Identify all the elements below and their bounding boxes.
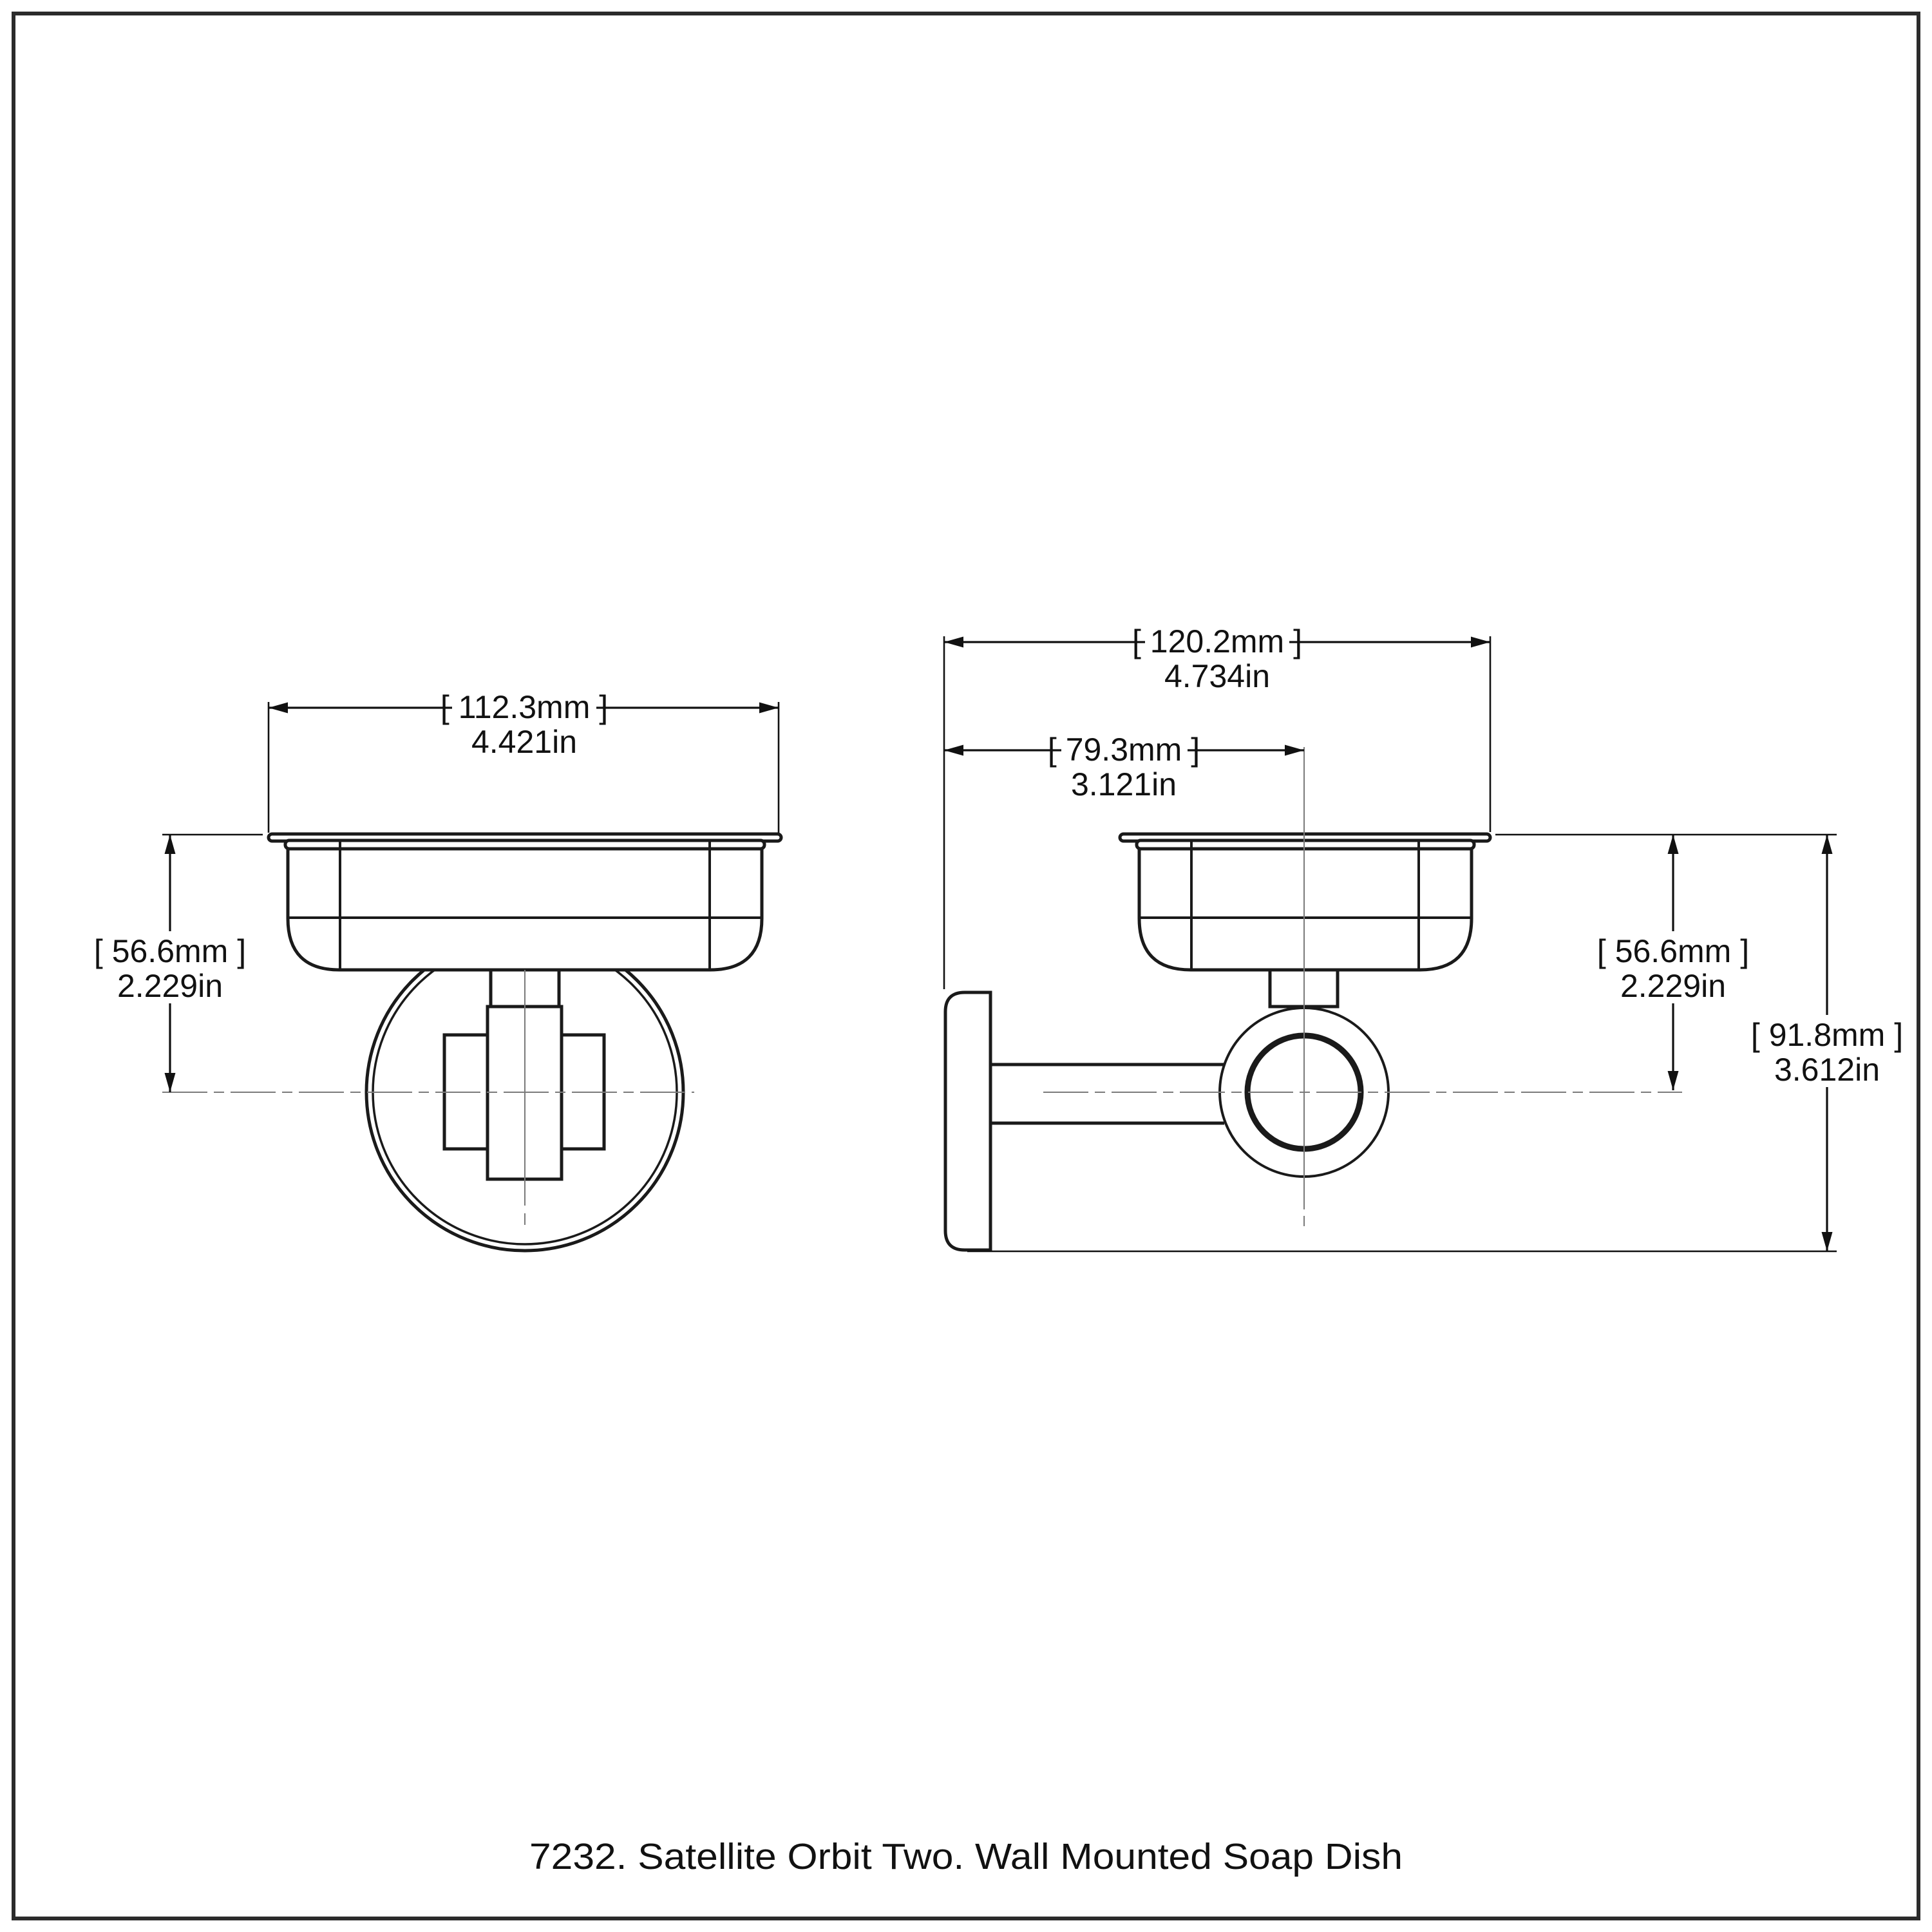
product-caption: 7232. Satellite Orbit Two. Wall Mounted … — [529, 1836, 1403, 1877]
dimension-value-in: 3.612in — [1774, 1052, 1880, 1088]
side-view: [ 120.2mm ] 4.734in [ 79.3mm ] 3.121in [… — [943, 614, 1903, 1253]
dimension-text-mask — [452, 680, 596, 720]
dimension-value-mm: [ 120.2mm ] — [1132, 623, 1302, 659]
dimension-text-mask — [100, 931, 240, 1003]
dish-body-side — [1137, 847, 1473, 972]
dimension-front-height: [ 56.6mm ] 2.229in — [94, 833, 263, 1092]
dimension-front-width: [ 112.3mm ] 4.421in — [267, 680, 780, 833]
dimension-side-depth: [ 120.2mm ] 4.734in — [943, 614, 1492, 989]
dimension-value-in: 4.734in — [1164, 658, 1270, 694]
dimension-value-mm: [ 56.6mm ] — [94, 933, 246, 969]
dimension-value-mm: [ 56.6mm ] — [1597, 933, 1749, 969]
dimension-value-mm: [ 112.3mm ] — [440, 689, 608, 725]
dish-body — [286, 847, 764, 972]
dimension-value-mm: [ 91.8mm ] — [1751, 1017, 1903, 1053]
front-view: [ 112.3mm ] 4.421in [ 56.6mm ] 2.229in — [94, 680, 792, 1253]
dimension-value-in: 3.121in — [1071, 766, 1177, 802]
dimension-value-mm: [ 79.3mm ] — [1048, 732, 1200, 768]
dimension-value-in: 2.229in — [117, 968, 223, 1004]
dimension-text-mask — [1604, 931, 1743, 1003]
dimension-side-height: [ 56.6mm ] 2.229in — [1597, 835, 1749, 1090]
dimension-text-mask — [1145, 614, 1289, 654]
border-frame — [12, 12, 1920, 1920]
dimension-text-mask — [1757, 1015, 1897, 1087]
dimension-value-in: 2.229in — [1620, 968, 1726, 1004]
dimension-text-mask — [1061, 723, 1188, 762]
wall-plate — [943, 990, 992, 1252]
dimension-side-overall-height: [ 91.8mm ] 3.612in — [1751, 835, 1903, 1251]
dimension-value-in: 4.421in — [471, 724, 577, 760]
dimension-side-projection: [ 79.3mm ] 3.121in — [944, 723, 1304, 802]
